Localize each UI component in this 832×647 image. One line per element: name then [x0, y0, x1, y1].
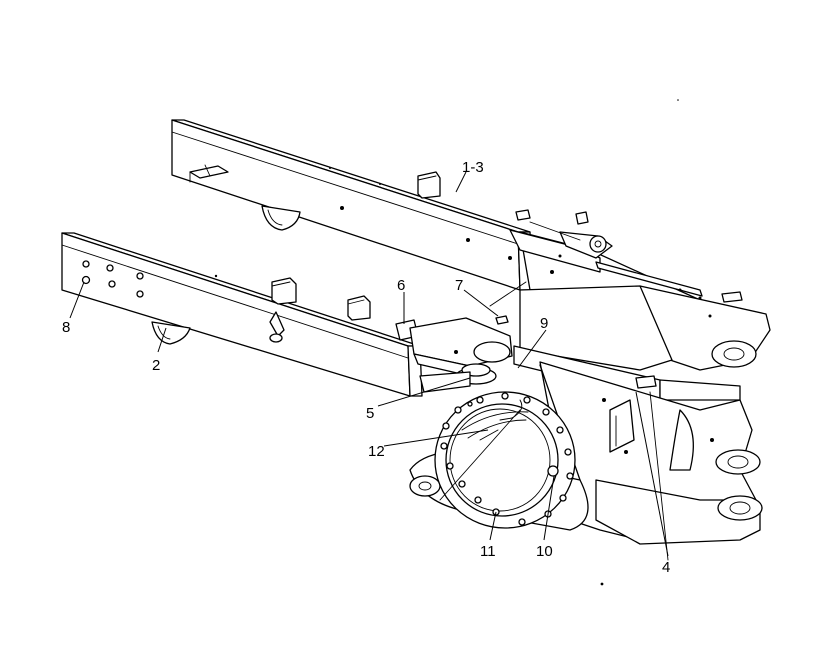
- upper-frame-rail: [171, 119, 533, 291]
- callout-1-3: 1-3: [462, 159, 484, 176]
- callout-4: 4: [662, 559, 670, 576]
- center-coupling: [409, 281, 527, 393]
- slewing-ring: [409, 391, 589, 531]
- callout-5: 5: [366, 405, 374, 422]
- callout-7: 7: [455, 277, 463, 294]
- callout-11: 11: [480, 543, 496, 560]
- callout-6: 6: [397, 277, 405, 294]
- callout-9: 9: [540, 315, 548, 332]
- callout-2: 2: [152, 357, 160, 374]
- callout-12: 12: [368, 443, 385, 460]
- callout-10: 10: [536, 543, 553, 560]
- lower-frame-rail: [61, 232, 423, 397]
- bolt-circle: [440, 392, 574, 526]
- leader-lines: [69, 171, 669, 557]
- callout-labels: 1-3 2 4 5 6 7 8 9 10 11 12: [62, 159, 670, 576]
- callout-8: 8: [62, 319, 70, 336]
